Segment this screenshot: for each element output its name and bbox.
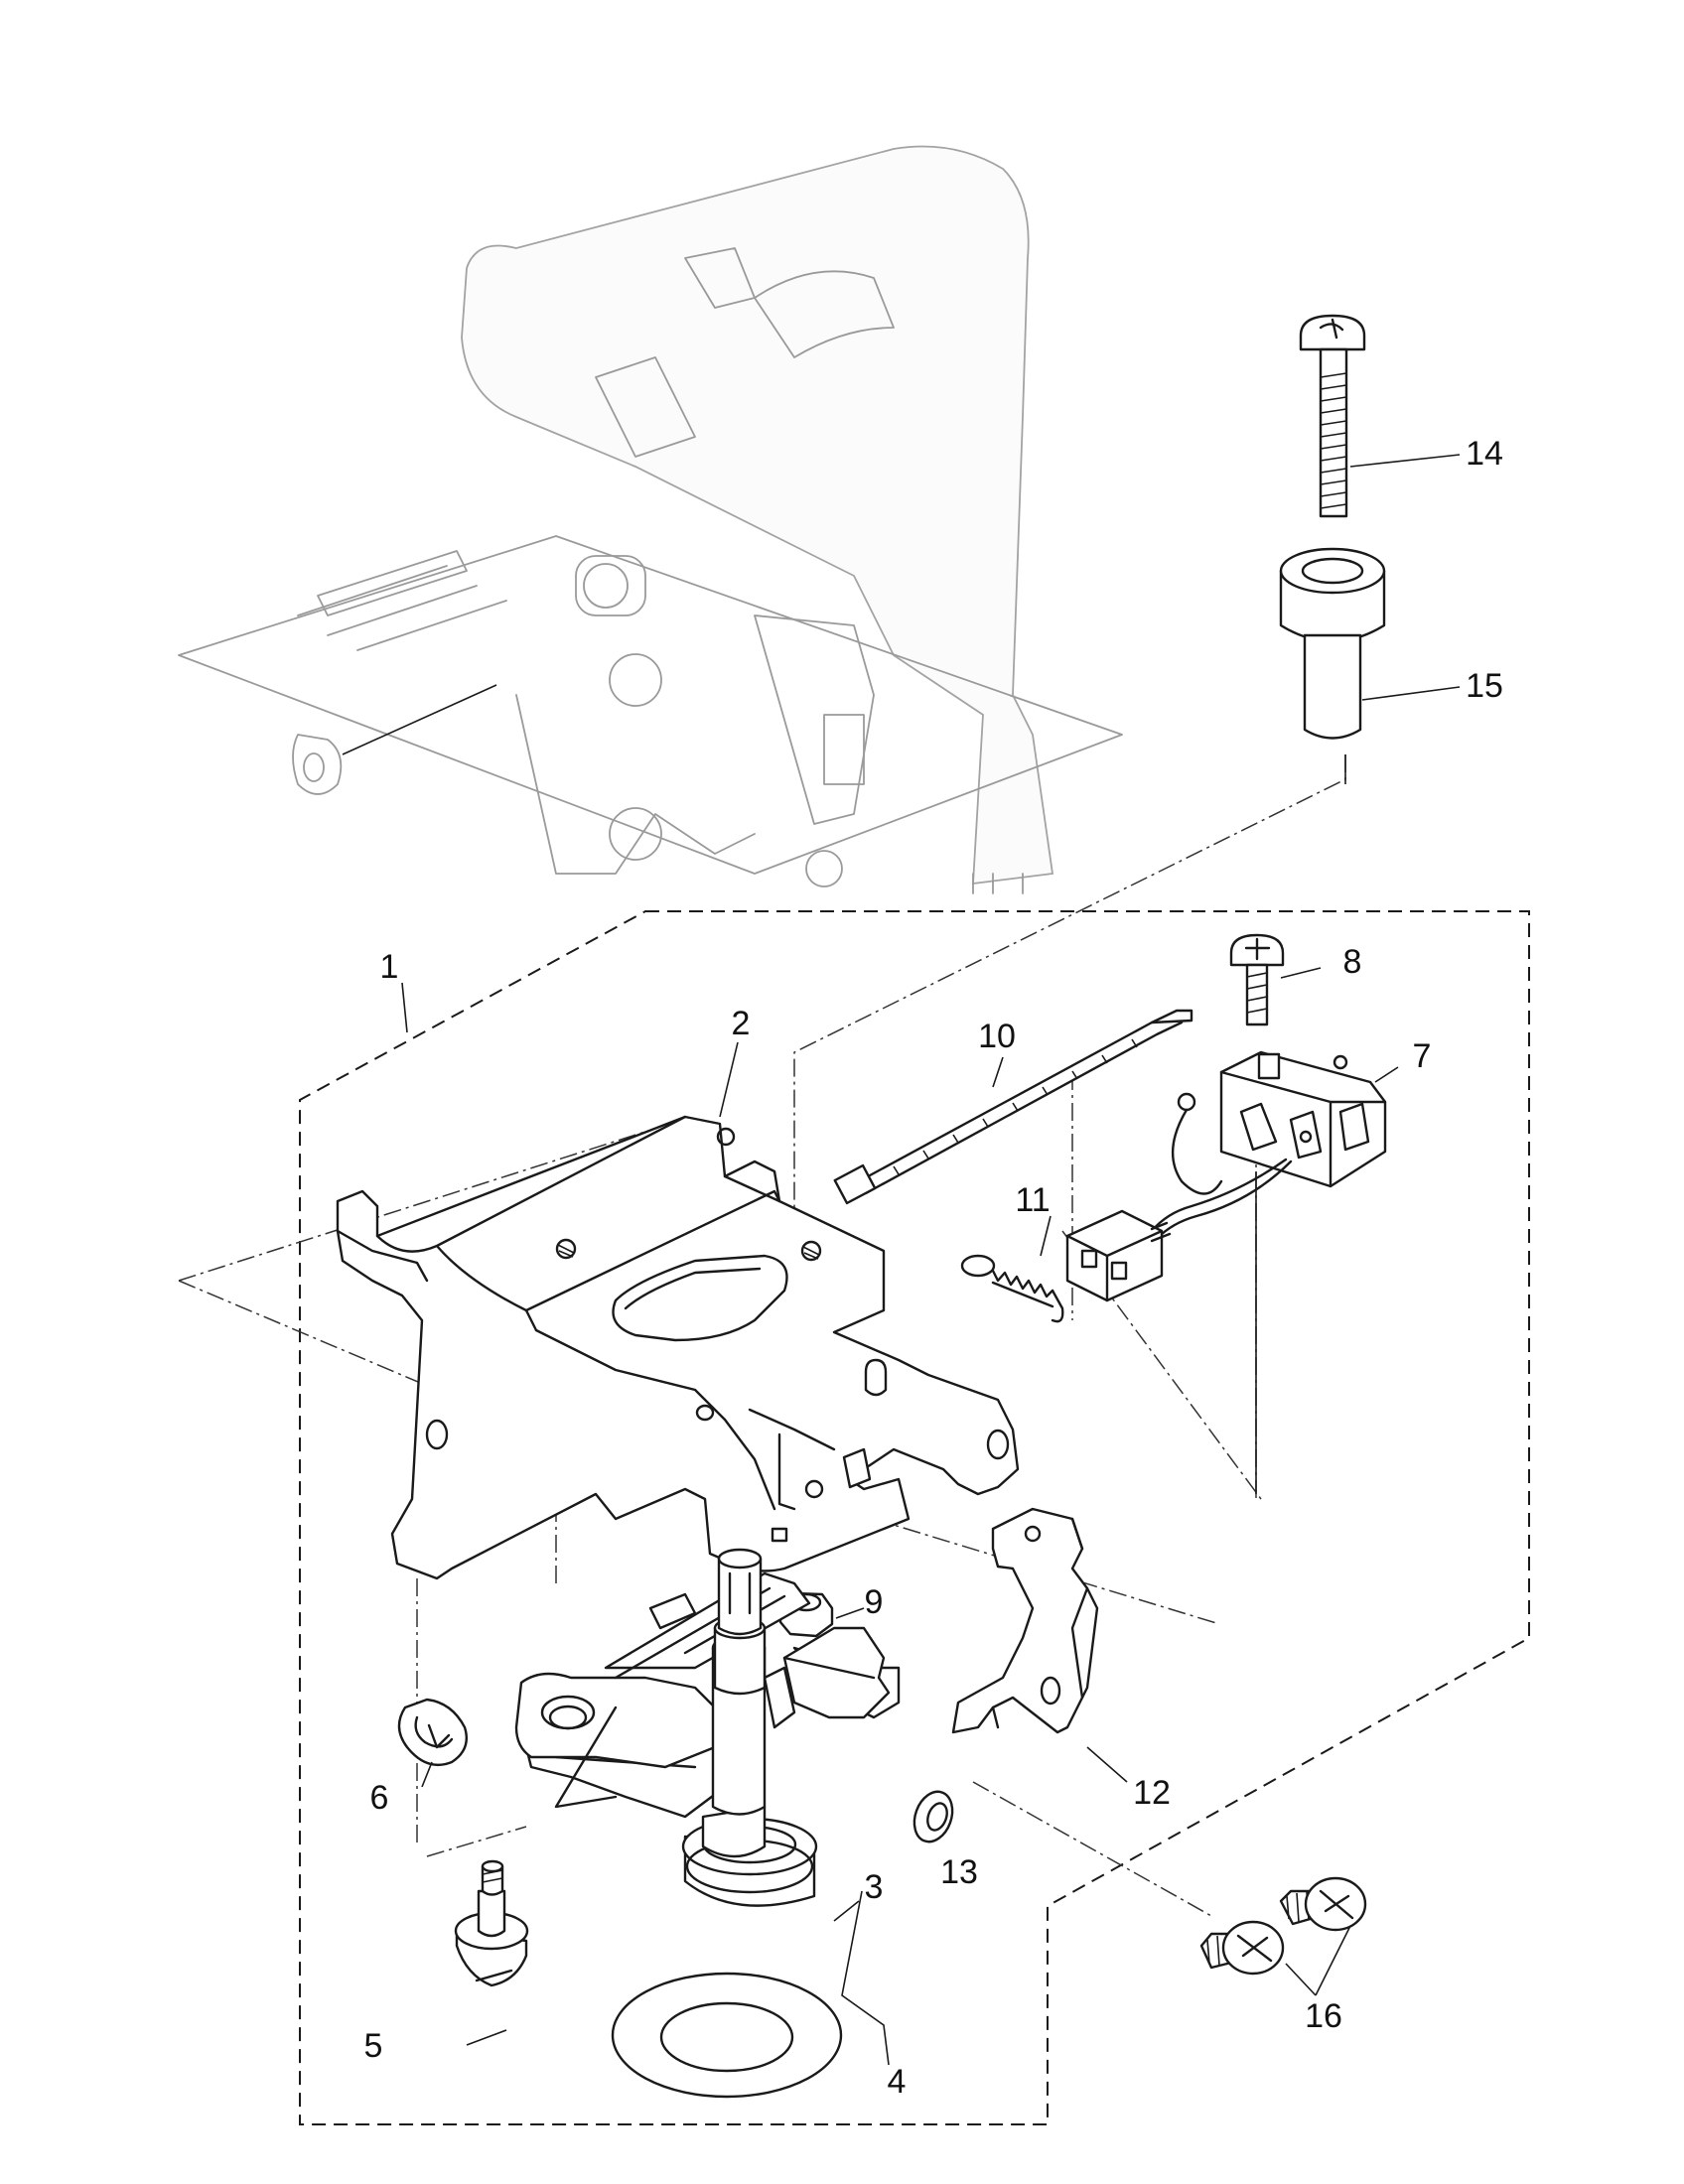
part-8-screw	[1229, 933, 1285, 1026]
part-6-spring-clip	[397, 1698, 469, 1767]
part-7-switch	[1065, 1050, 1387, 1494]
part-2-bracket-plate	[336, 1115, 1020, 1580]
part-4-ring-washer	[611, 1972, 843, 2099]
machine-body-outline	[178, 145, 1123, 894]
part-15-collar	[1279, 547, 1386, 740]
callout-7: 7	[1413, 1037, 1432, 1075]
callout-16: 16	[1305, 1997, 1342, 2035]
part-11-spring	[960, 1254, 1064, 1323]
callout-3: 3	[865, 1868, 884, 1906]
callout-14: 14	[1466, 435, 1503, 473]
callout-9: 9	[865, 1583, 884, 1621]
part-16-screws	[1199, 1876, 1367, 1976]
callout-15: 15	[1466, 667, 1503, 705]
callout-4: 4	[888, 2063, 907, 2101]
callout-6: 6	[370, 1779, 389, 1817]
part-10-cable-tie	[833, 1009, 1193, 1205]
callout-13: 13	[940, 1853, 978, 1891]
callout-1: 1	[380, 948, 399, 986]
callout-10: 10	[978, 1018, 1016, 1055]
callout-8: 8	[1343, 943, 1362, 981]
callout-2: 2	[732, 1005, 751, 1042]
callout-12: 12	[1133, 1774, 1171, 1812]
part-12-latch-plate	[951, 1507, 1099, 1734]
callout-labels: 1 2 3 4 5 6 7 8 9 10 11 12 13 14 15 16	[364, 435, 1503, 2101]
part-5-shoulder-screw	[454, 1859, 529, 1987]
callout-5: 5	[364, 2027, 383, 2065]
part-3-pivot-arm	[514, 1548, 901, 1907]
assembly-1-boundary	[299, 910, 1530, 2125]
callout-11: 11	[1015, 1181, 1050, 1219]
callout-leaders	[401, 454, 1461, 2066]
part-14-screw	[1299, 314, 1366, 518]
part-13-washer	[912, 1790, 954, 1843]
